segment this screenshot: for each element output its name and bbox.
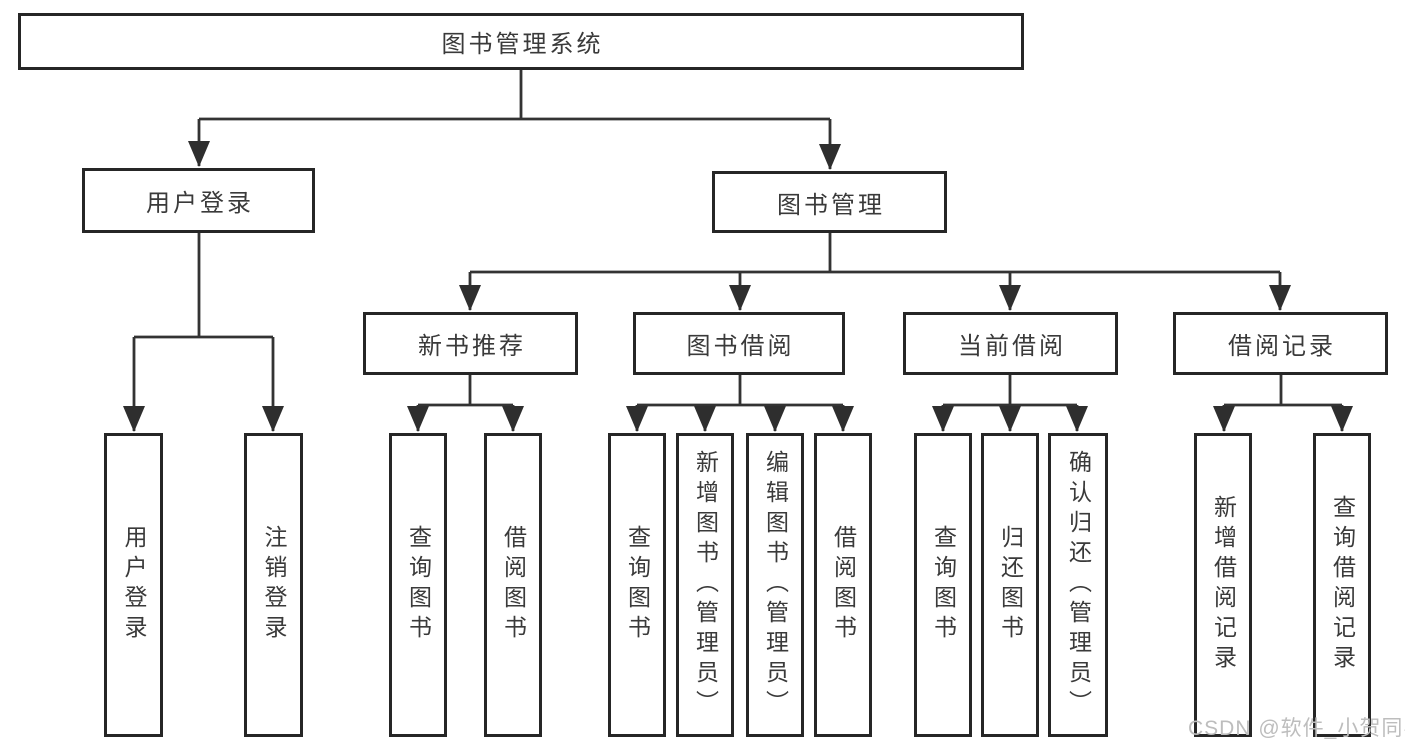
leaf-current-query-books: 查询图书 (914, 433, 972, 737)
leaf-current-return-books: 归还图书 (981, 433, 1039, 737)
leaf-borrow-add-books-admin: 新增图书（管理员） (676, 433, 734, 737)
leaf-records-query-record: 查询借阅记录 (1313, 433, 1371, 737)
node-current-borrowing: 当前借阅 (903, 312, 1118, 375)
leaf-newbook-query-books: 查询图书 (389, 433, 447, 737)
leaf-records-add-record: 新增借阅记录 (1194, 433, 1252, 737)
tree-arrow-lines (123, 119, 1353, 432)
leaf-borrow-query-books: 查询图书 (608, 433, 666, 737)
node-borrowing-records: 借阅记录 (1173, 312, 1388, 375)
leaf-newbook-borrow-books: 借阅图书 (484, 433, 542, 737)
leaf-user-login: 用户登录 (104, 433, 163, 737)
leaf-logout: 注销登录 (244, 433, 303, 737)
leaf-current-confirm-return-admin: 确认归还（管理员） (1048, 433, 1108, 737)
watermark-text: CSDN @软件_小贺同学 (1188, 717, 1405, 740)
node-new-book-recommendation: 新书推荐 (363, 312, 578, 375)
node-library-management-system: 图书管理系统 (18, 13, 1024, 70)
node-book-borrowing: 图书借阅 (633, 312, 845, 375)
node-user-login: 用户登录 (82, 168, 315, 233)
node-book-management: 图书管理 (712, 171, 947, 233)
leaf-borrow-edit-books-admin: 编辑图书（管理员） (746, 433, 804, 737)
leaf-borrow-borrow-books: 借阅图书 (814, 433, 872, 737)
